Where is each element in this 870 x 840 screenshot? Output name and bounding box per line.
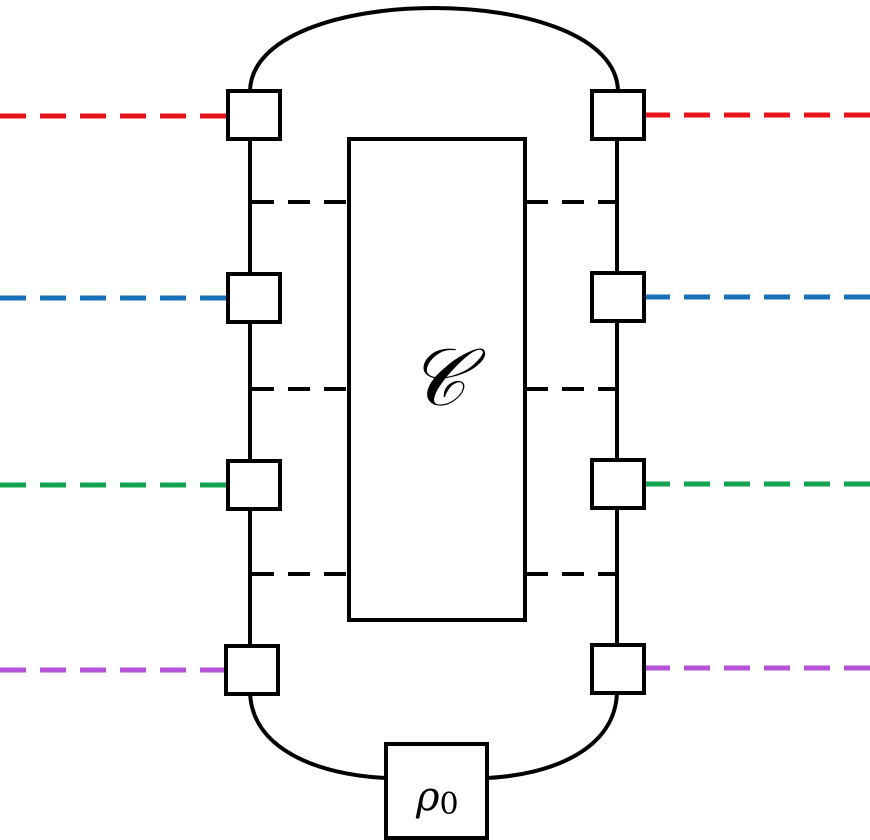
right-node-3 bbox=[590, 458, 646, 510]
left-node-4 bbox=[224, 644, 280, 696]
initial-state-box bbox=[384, 742, 489, 840]
bottom-right-arc bbox=[486, 689, 619, 780]
left-node-3 bbox=[226, 459, 282, 511]
left-node-1 bbox=[226, 89, 282, 141]
right-node-1 bbox=[590, 89, 646, 141]
right-node-4 bbox=[590, 643, 646, 695]
initial-state-subscript: 0 bbox=[440, 787, 459, 822]
central-block bbox=[347, 137, 527, 622]
right-node-2 bbox=[590, 271, 646, 323]
initial-state-label: ρ0 bbox=[415, 774, 459, 822]
initial-state-symbol: ρ bbox=[415, 774, 440, 820]
left-node-2 bbox=[226, 272, 282, 324]
internal-connections bbox=[252, 200, 616, 576]
bottom-left-arc bbox=[248, 689, 387, 780]
top-arc bbox=[248, 6, 620, 93]
